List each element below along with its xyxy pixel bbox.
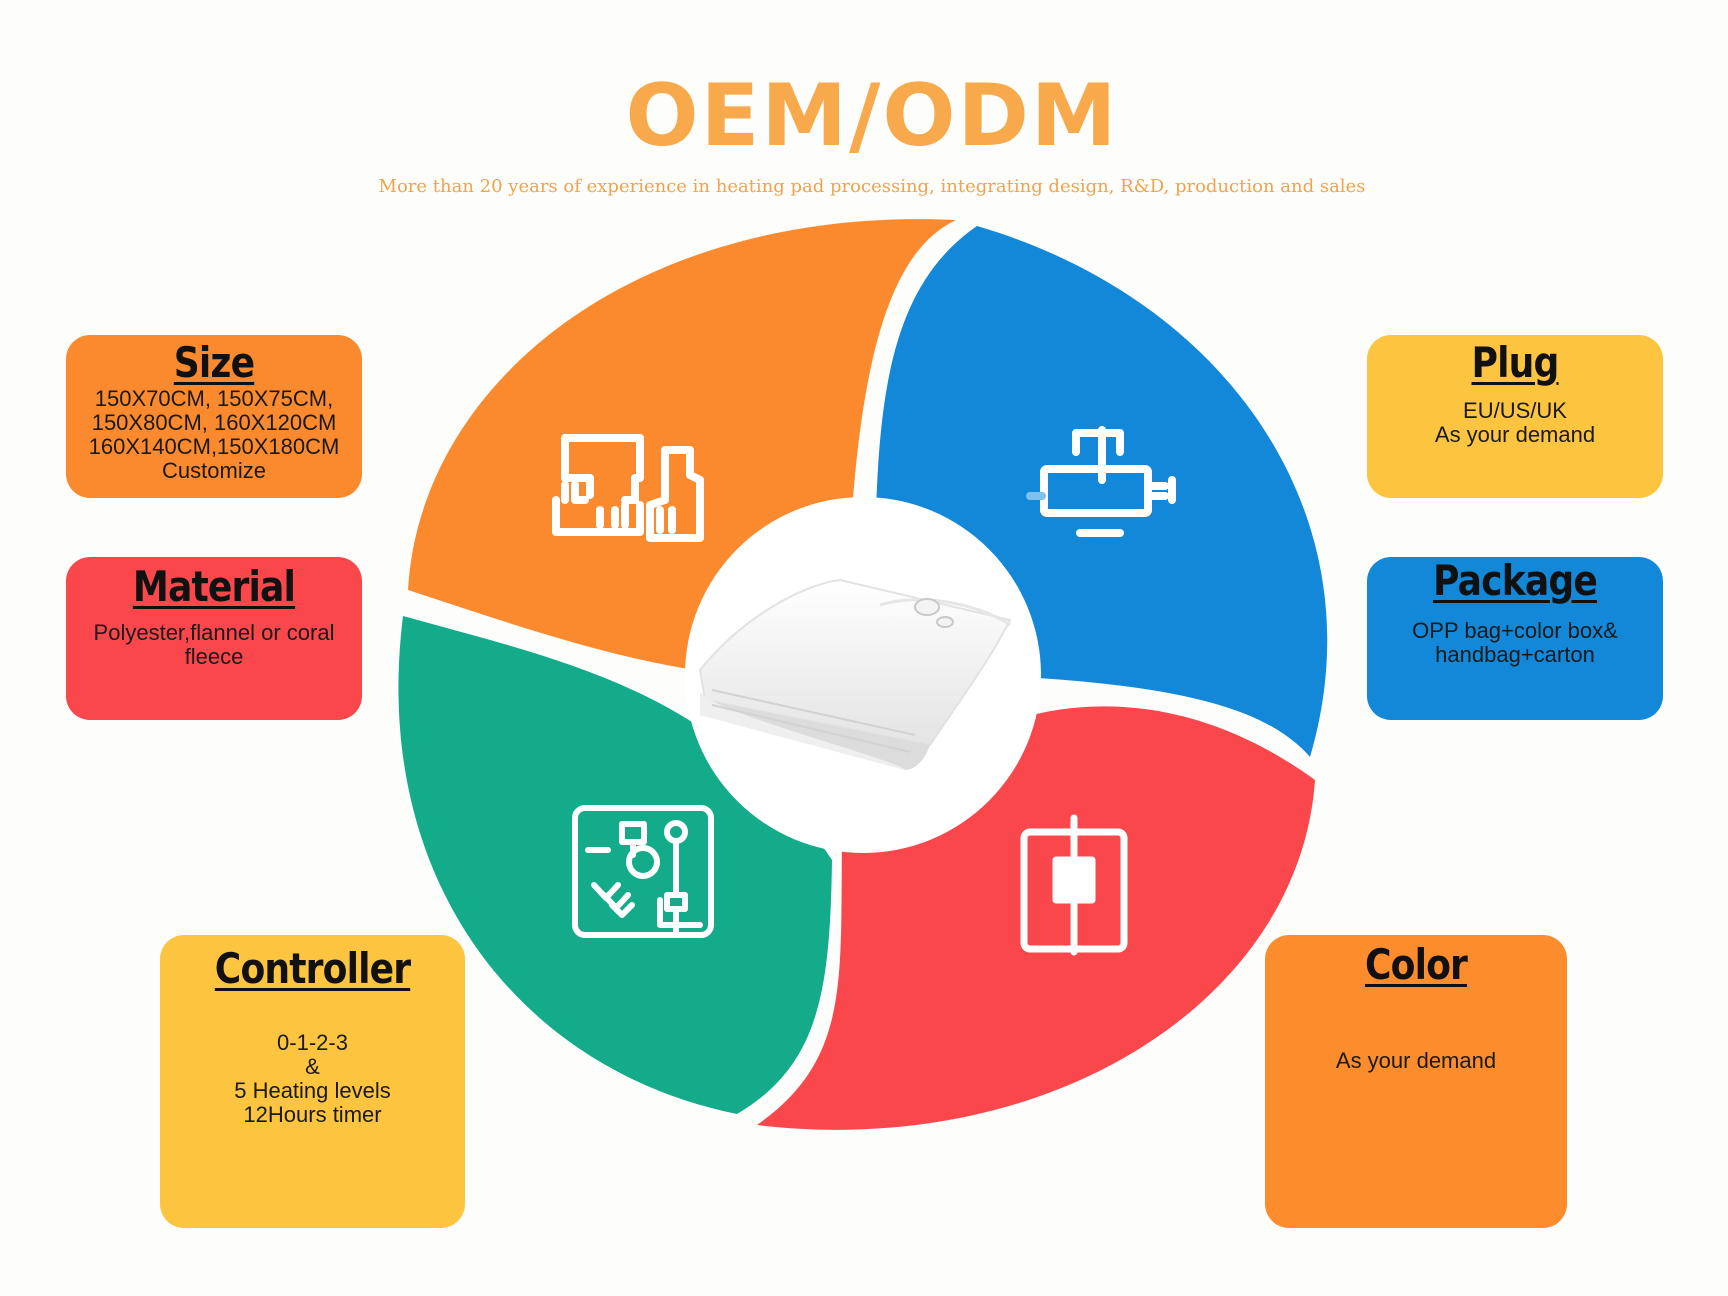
page-title: OEM/ODM	[625, 66, 1119, 166]
plug-body: EU/US/UK As your demand	[1434, 398, 1596, 448]
heating-blanket-image	[698, 578, 1012, 770]
size-card: Size 150X70CM, 150X75CM, 150X80CM, 160X1…	[66, 335, 362, 498]
color-body: As your demand	[1335, 1048, 1497, 1074]
plug-device-icon	[1026, 426, 1176, 537]
package-card: Package OPP bag+color box& handbag+carto…	[1367, 556, 1663, 720]
color-title: Color	[1364, 940, 1468, 989]
material-card: Material Polyester,flannel or coral flee…	[66, 557, 362, 720]
material-title: Material	[132, 562, 296, 611]
plug-card: Plug EU/US/UK As your demand	[1367, 335, 1663, 498]
color-card: Color As your demand	[1265, 935, 1567, 1228]
page-subtitle: More than 20 years of experience in heat…	[378, 176, 1366, 197]
size-title: Size	[173, 338, 255, 387]
package-body: OPP bag+color box& handbag+carton	[1412, 618, 1618, 668]
controller-circuit-icon	[572, 805, 714, 938]
package-icon	[1020, 814, 1128, 956]
material-body: Polyester,flannel or coral fleece	[93, 620, 335, 670]
green-segment	[398, 616, 832, 1114]
package-title: Package	[1432, 556, 1598, 605]
size-body: 150X70CM, 150X75CM, 150X80CM, 160X120CM …	[88, 386, 340, 484]
controller-title: Controller	[214, 944, 411, 993]
factory-icon	[552, 434, 704, 542]
controller-body: 0-1-2-3 & 5 Heating levels 12Hours timer	[234, 1030, 391, 1128]
plug-title: Plug	[1471, 338, 1560, 387]
controller-card: Controller 0-1-2-3 & 5 Heating levels 12…	[160, 935, 465, 1228]
